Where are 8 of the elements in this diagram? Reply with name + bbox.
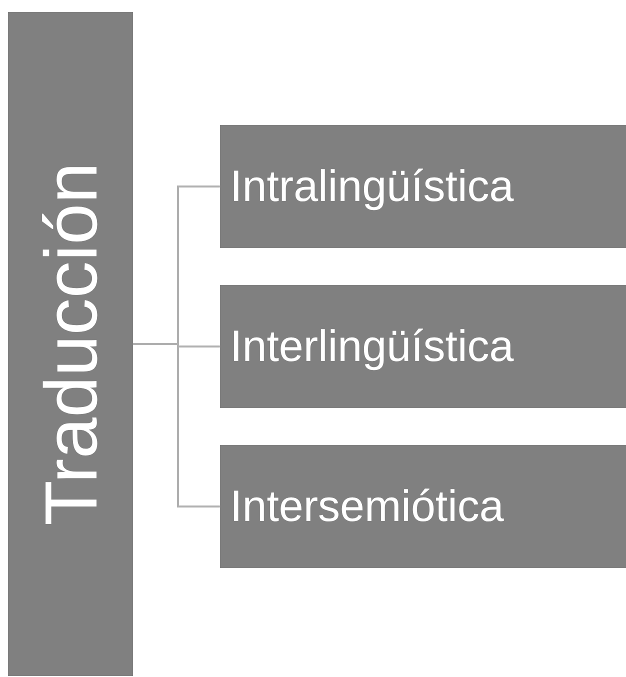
category-label: Intralingüística bbox=[230, 162, 514, 212]
category-box bbox=[220, 285, 626, 408]
category-box bbox=[220, 125, 626, 248]
title-text: Traducción bbox=[28, 162, 113, 526]
category-label: Intersemiótica bbox=[230, 482, 504, 532]
category-label: Interlingüística bbox=[230, 322, 514, 372]
category-box bbox=[220, 445, 626, 568]
title-bar bbox=[8, 12, 133, 676]
